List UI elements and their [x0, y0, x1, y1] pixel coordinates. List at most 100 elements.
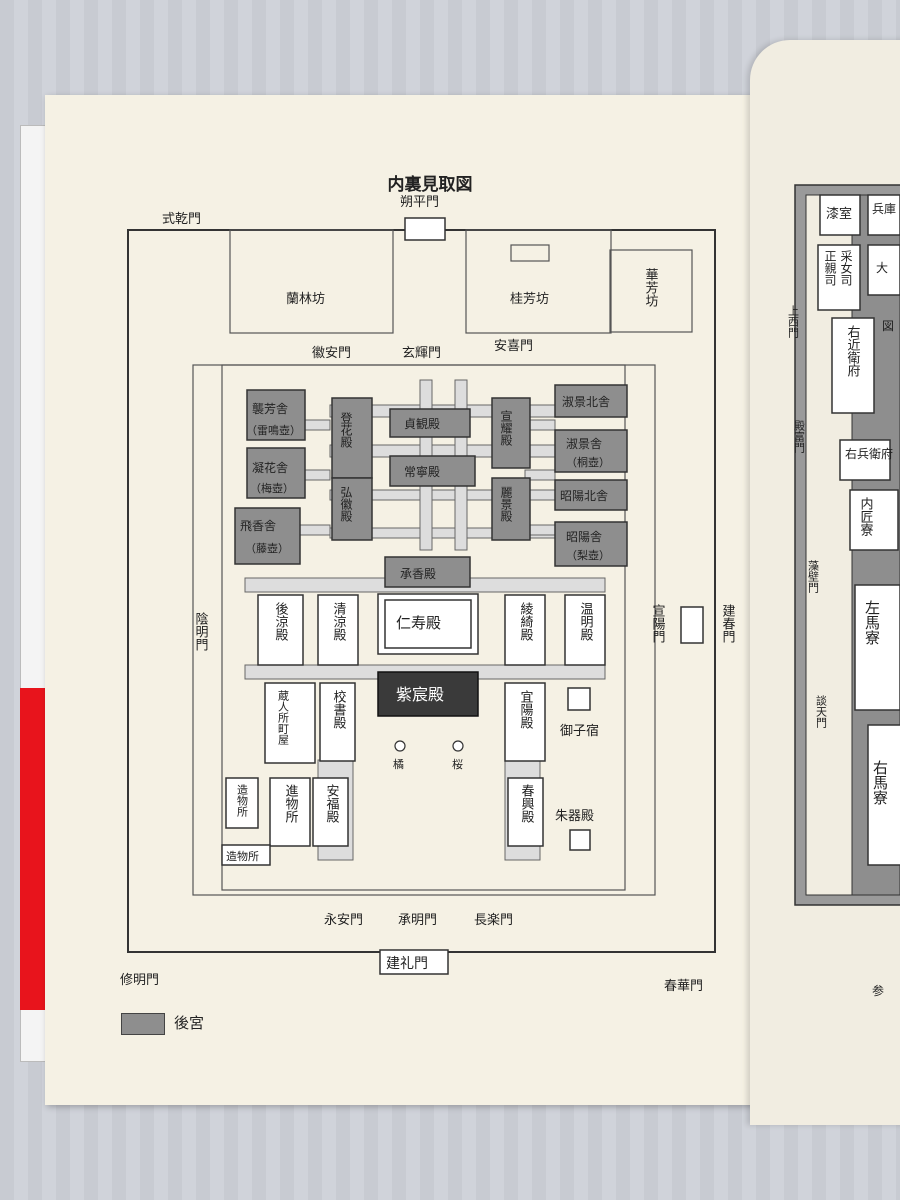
rp-label-6: 右近衛府: [845, 325, 861, 378]
label-shuhosha: 襲芳舎: [252, 401, 288, 416]
label-tsukumodokoro2: 造物所: [226, 849, 259, 863]
label-jijuden: 仁寿殿: [396, 614, 441, 632]
shuhosha-building: [246, 389, 306, 441]
label-kenshun-gate: 建春門: [720, 604, 736, 644]
label-ume: （梅壺）: [250, 481, 294, 495]
rp-label-8: 殿富門: [793, 420, 806, 454]
shigeisha-building: [554, 429, 628, 473]
rp-label-4: 大: [876, 261, 888, 275]
gyokasha-building: [246, 447, 306, 499]
label-kokiden: 弘徽殿: [339, 486, 353, 522]
sakuhei-gate-box: [404, 217, 446, 241]
label-shunkoden: 春興殿: [519, 784, 535, 823]
sakura-tree: [452, 740, 464, 752]
rp-label-1: 兵庫: [872, 202, 896, 216]
rp-uhyoe: [839, 439, 891, 481]
anpukuden-building: [312, 777, 349, 847]
rp-ukon: [831, 317, 875, 414]
tsukumodokoro1-building: [225, 777, 259, 829]
corridor-w3: [299, 524, 331, 536]
shokyoden-building: [384, 556, 471, 588]
corridor-e2: [524, 469, 556, 481]
label-reikeiden: 麗景殿: [499, 486, 513, 522]
label-nashi: （梨壺）: [566, 548, 610, 562]
label-jokanden: 貞観殿: [404, 417, 440, 431]
keihobo-enclosure: [465, 229, 612, 334]
rp-label-10: 内匠寮: [858, 496, 874, 536]
koryoden-building: [257, 594, 304, 666]
label-eian-gate: 永安門: [324, 913, 363, 928]
label-kenrei-gate: 建礼門: [386, 956, 428, 972]
jokanden-building: [389, 408, 471, 438]
rp-hyogo: [867, 194, 900, 236]
label-kurodo: 蔵人所町屋: [277, 690, 290, 746]
label-shokyoden: 承香殿: [400, 567, 436, 581]
kenrei-gate-box: [379, 949, 449, 975]
label-shomei-gate: 承明門: [398, 913, 437, 928]
kenshun-gate-box: [680, 606, 704, 644]
rp-label-15: 参: [872, 983, 884, 998]
label-shunka-gate: 春華門: [664, 979, 703, 994]
shishinden-building: [377, 671, 479, 717]
label-shigeisha: 淑景舎: [566, 437, 602, 451]
label-keihobo: 桂芳坊: [510, 292, 549, 307]
label-tokaden: 登花殿: [339, 411, 353, 448]
label-shukiden: 朱器殿: [555, 809, 594, 824]
jijuden-inner: [384, 599, 472, 649]
label-kyoshoden: 校書殿: [331, 689, 347, 729]
label-kaminari: （雷鳴壺）: [246, 423, 301, 437]
label-shishinden: 紫宸殿: [396, 685, 444, 704]
label-ryokiden: 綾綺殿: [518, 601, 534, 641]
rp-label-9: 右兵衛府: [845, 446, 893, 461]
rp-label-5: 上西門: [787, 305, 800, 339]
label-shigeikitasha: 淑景北舎: [562, 395, 610, 409]
label-genki-gate: 玄輝門: [402, 346, 441, 361]
ummeiden-building: [564, 594, 606, 666]
rp-label-3: 正親司: [823, 250, 837, 286]
shoyokitasha-building: [554, 479, 628, 511]
joneiden-building: [389, 455, 476, 487]
rp-label-13: 談天門: [815, 694, 828, 729]
shinmotsusho-building: [269, 777, 311, 847]
rp-uneme: [817, 244, 861, 311]
hikyosha-building: [234, 507, 301, 565]
label-shinmotsusho: 進物所: [283, 784, 299, 823]
rp-label-7: 図: [882, 319, 894, 333]
rp-label-2: 采女司: [839, 250, 853, 286]
kyoshoden-building: [319, 682, 356, 762]
rp-umaryo: [867, 724, 900, 866]
kurodo-building: [264, 682, 316, 764]
label-fuji: （藤壺）: [245, 542, 289, 555]
mikoyado-box: [567, 687, 591, 711]
inner-wall-2: [221, 364, 626, 891]
rp-takumi: [849, 489, 899, 551]
shigeikitasha-building: [554, 384, 628, 418]
senyoden-building: [491, 397, 531, 469]
tachibana-tree: [394, 740, 406, 752]
rp-label-11: 藻壁門: [807, 560, 820, 594]
label-tachibana: 橘: [393, 758, 404, 771]
ryokiden-building: [504, 594, 546, 666]
label-shumei-gate: 修明門: [120, 973, 159, 988]
label-inmei-gate: 陰明門: [193, 612, 208, 652]
label-anpukuden: 安福殿: [324, 784, 340, 823]
seiryoden-building: [317, 594, 359, 666]
label-kahobo: 華芳坊: [643, 268, 659, 308]
label-mikoyado: 御子宿: [560, 723, 599, 739]
label-tsukumodokoro1: 造物所: [236, 783, 249, 818]
map-title: 内裏見取図: [387, 175, 473, 195]
legend-harem-label: 後宮: [174, 1014, 205, 1032]
label-kian-gate: 徽安門: [312, 346, 351, 361]
label-anki-gate: 安喜門: [494, 339, 533, 354]
tsukumodokoro2-building: [221, 844, 271, 866]
kokiden-building: [331, 477, 373, 541]
rp-dai: [867, 244, 900, 296]
rp-label-0: 漆室: [826, 206, 852, 222]
shukiden-box: [569, 829, 591, 851]
label-senyoden: 宣耀殿: [499, 409, 513, 446]
label-shikiken-gate: 式乾門: [162, 212, 201, 227]
label-shoyosha: 昭陽舎: [566, 530, 602, 544]
label-choraku-gate: 長楽門: [474, 912, 513, 928]
reikeiden-building: [491, 477, 531, 541]
